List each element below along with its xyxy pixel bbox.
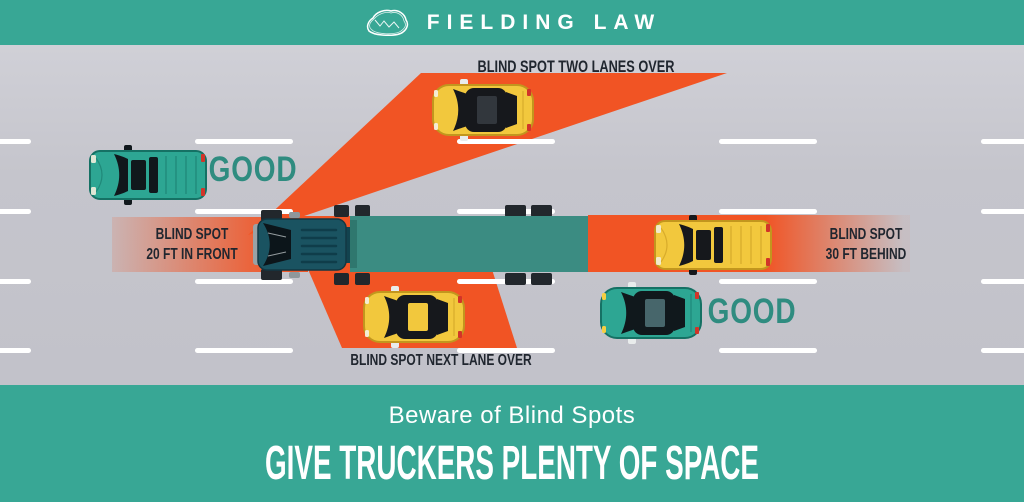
label-blind-spot-behind: BLIND SPOT 30 FT BEHIND	[826, 225, 907, 265]
vehicle-semi-truck	[253, 205, 588, 285]
footer-title: GIVE TRUCKERS PLENTY OF SPACE	[265, 437, 759, 490]
label-blind-spot-front: BLIND SPOT 20 FT IN FRONT	[146, 225, 237, 265]
label-text: 30 FT BEHIND	[825, 246, 907, 263]
label-text: 20 FT IN FRONT	[146, 246, 238, 263]
label-text: BLIND SPOT TWO LANES OVER	[477, 57, 675, 76]
road-scene: BLIND SPOT TWO LANES OVER BLIND SPOT 20 …	[0, 45, 1024, 385]
vehicle-car-yellow-two-lanes-over	[433, 79, 533, 141]
road-diagram	[0, 73, 1024, 353]
mountain-sketch-icon	[366, 9, 408, 36]
label-good-ahead: GOOD	[208, 150, 298, 189]
label-text: BLIND SPOT NEXT LANE OVER	[350, 352, 532, 369]
label-text: BLIND SPOT	[829, 226, 903, 243]
vehicle-car-teal-good-behind	[601, 282, 701, 344]
label-blind-spot-two-lanes-over: BLIND SPOT TWO LANES OVER	[478, 57, 675, 77]
vehicle-pickup-yellow-behind	[655, 215, 771, 275]
vehicle-car-yellow-next-lane	[364, 286, 464, 348]
footer-banner: Beware of Blind Spots GIVE TRUCKERS PLEN…	[0, 385, 1024, 502]
header-banner: FIELDING LAW	[0, 0, 1024, 45]
vehicle-pickup-teal-good-ahead	[90, 145, 206, 205]
blind-spot-wedge-two-lanes-over	[248, 73, 727, 235]
footer-subtitle: Beware of Blind Spots	[388, 402, 636, 429]
truck-trailer	[350, 216, 588, 272]
label-blind-spot-next-lane: BLIND SPOT NEXT LANE OVER	[350, 351, 531, 371]
brand-title: FIELDING LAW	[426, 10, 662, 34]
label-good-behind: GOOD	[707, 292, 797, 331]
label-text: BLIND SPOT	[155, 226, 229, 243]
